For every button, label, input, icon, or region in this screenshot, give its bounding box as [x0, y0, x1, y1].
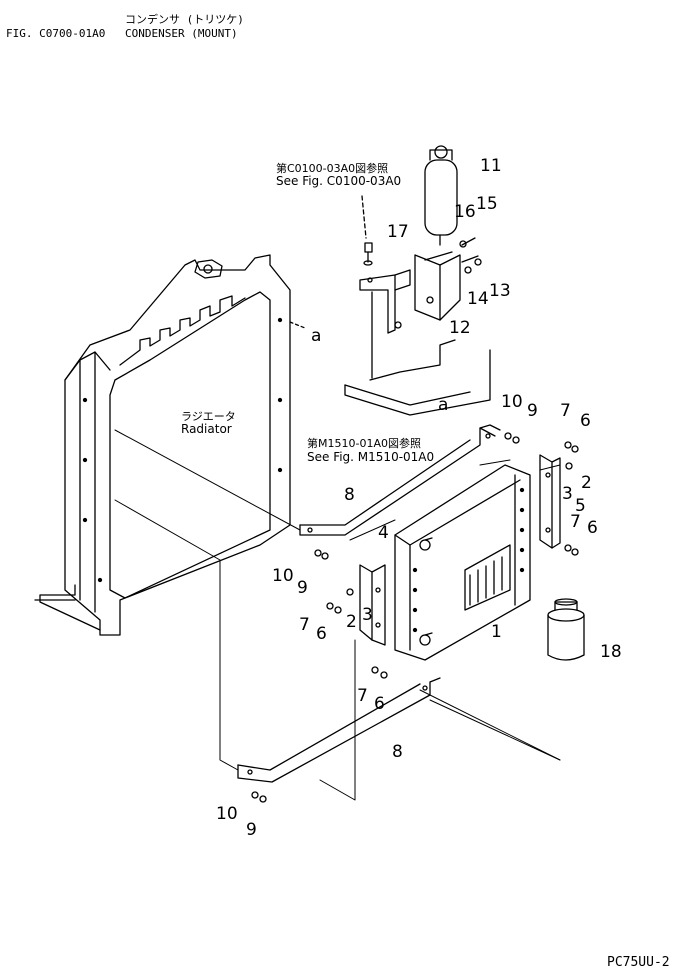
part-number: 2: [581, 473, 592, 493]
part-number: 7: [299, 615, 310, 635]
condenser-drawing: [394, 464, 531, 661]
bracket-5-drawing: [539, 454, 561, 549]
part-number: 17: [387, 222, 409, 242]
part-number: 9: [246, 820, 257, 840]
part-number: 12: [449, 318, 471, 338]
part-number: 14: [467, 289, 489, 309]
bracket-17-drawing: [359, 242, 411, 334]
part-number: 10: [272, 566, 294, 586]
part-number: 9: [527, 401, 538, 421]
ref2-jp: 第M1510-01A0図参照: [307, 437, 421, 450]
assembly-lines: [114, 429, 561, 801]
mount-plate-drawing: [344, 291, 491, 416]
part-number: 7: [357, 686, 368, 706]
part-number: 3: [562, 484, 573, 504]
radiator-drawing: [34, 254, 291, 636]
part-number: 11: [480, 156, 502, 176]
part-number: 1: [491, 622, 502, 642]
footer-model-code: PC75UU-2: [607, 955, 670, 970]
part-number: 10: [501, 392, 523, 412]
connector-a-1: a: [311, 326, 322, 346]
connector-a-2: a: [438, 395, 449, 415]
upper-bar-drawing: [299, 424, 501, 536]
figure-code: FIG. C0700-01A0: [6, 27, 106, 40]
part-number: 4: [378, 523, 389, 543]
part-number: 7: [570, 512, 581, 532]
part-number: 9: [297, 578, 308, 598]
lower-bar-drawing: [237, 677, 441, 783]
part-number: 2: [346, 612, 357, 632]
ref1-jp: 第C0100-03A0図参照: [276, 162, 389, 175]
part-number: 6: [580, 411, 591, 431]
part-number: 5: [575, 496, 586, 516]
part-18-drawing: [547, 598, 585, 661]
part-number: 6: [316, 624, 327, 644]
figure-title: CONDENSER (MOUNT): [125, 27, 238, 40]
part-number: 6: [587, 518, 598, 538]
ref1-en: See Fig. C0100-03A0: [276, 174, 402, 188]
part-number: 7: [560, 401, 571, 421]
part-number: 3: [362, 605, 373, 625]
part-number: 6: [374, 694, 385, 714]
receiver-drier-drawing: [414, 145, 482, 321]
fasteners-drawing: [251, 432, 579, 803]
part-number: 8: [392, 742, 403, 762]
bracket-4-drawing: [359, 564, 386, 646]
part-number: 13: [489, 281, 511, 301]
radiator-label-jp: ラジエータ: [181, 410, 236, 423]
subtitle-jp: コンデンサ (トリツケ): [125, 13, 244, 26]
part-number: 10: [216, 804, 238, 824]
ref2-en: See Fig. M1510-01A0: [307, 450, 435, 464]
part-number: 15: [476, 194, 498, 214]
part-number: 18: [600, 642, 622, 662]
radiator-label-en: Radiator: [181, 422, 232, 436]
part-number: 8: [344, 485, 355, 505]
part-number: 16: [454, 202, 476, 222]
